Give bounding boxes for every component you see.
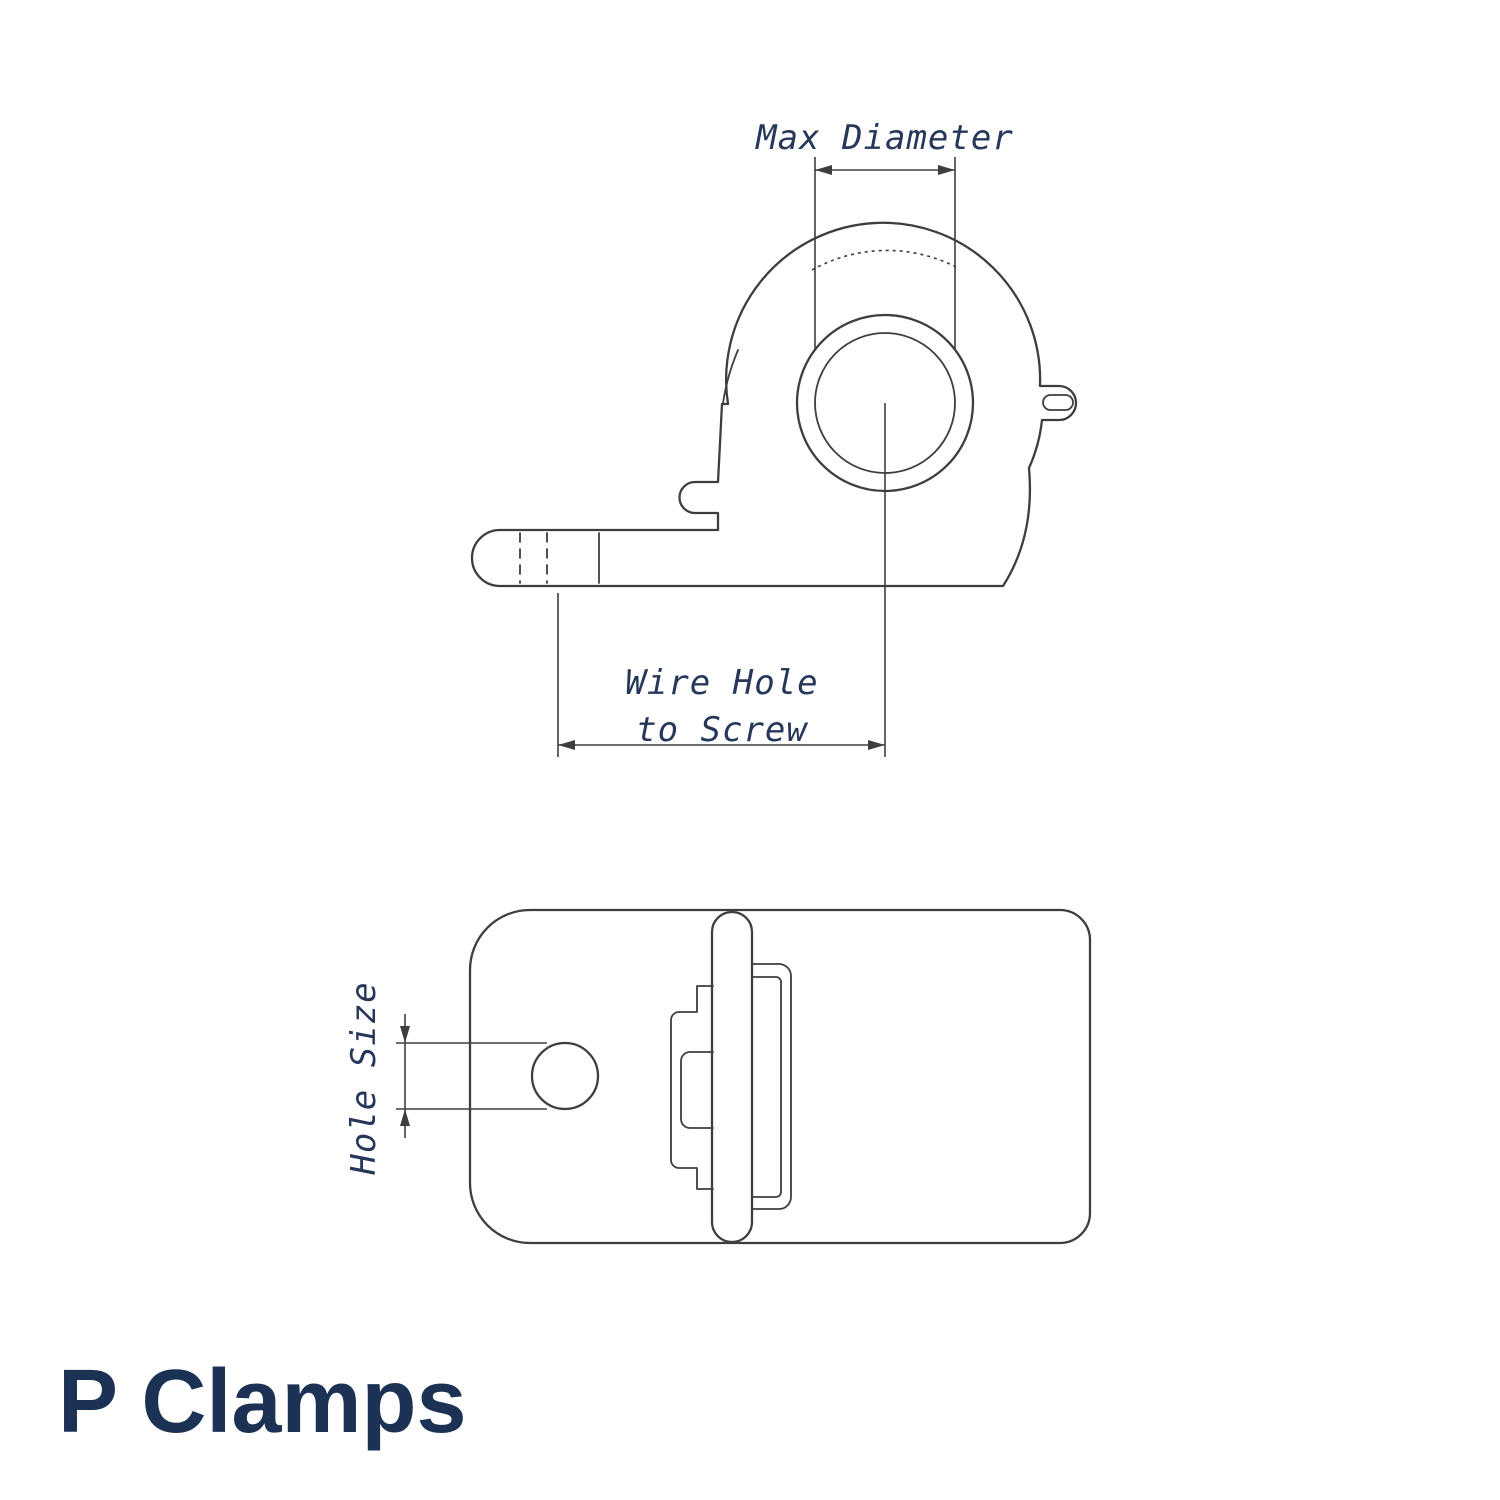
arrow-right-icon bbox=[938, 165, 955, 175]
mounting-hole bbox=[530, 1041, 600, 1111]
max-diameter-label: Max Diameter bbox=[755, 118, 1014, 158]
hole-size-label: Hole Size bbox=[344, 981, 384, 1175]
screw-boss-outline bbox=[670, 985, 714, 1190]
arrow-up-icon bbox=[400, 1109, 410, 1126]
dimension-max-diameter: Max Diameter bbox=[755, 118, 1014, 349]
wire-hole-label-line1: Wire Hole bbox=[625, 663, 818, 703]
strap-edge-line bbox=[722, 349, 739, 404]
knurl-band bbox=[811, 249, 959, 271]
mount-tab-slot bbox=[1042, 394, 1074, 411]
strap-band bbox=[710, 910, 754, 1244]
dimension-hole-size: Hole Size bbox=[344, 981, 547, 1176]
loop-bracket-outer bbox=[751, 963, 792, 1210]
clamp-top-outline bbox=[468, 908, 1092, 1245]
wire-hole-label-line2: to Screw bbox=[636, 710, 808, 750]
arrow-left-icon bbox=[815, 165, 832, 175]
arrow-down-icon bbox=[400, 1026, 410, 1043]
side-view bbox=[470, 221, 1078, 588]
loop-bracket-inner bbox=[751, 976, 782, 1198]
arrow-right-icon bbox=[868, 740, 885, 750]
dimension-wire-hole-to-screw: Wire Hole to Screw bbox=[557, 403, 886, 757]
top-view bbox=[468, 908, 1092, 1245]
page-title: P Clamps bbox=[58, 1352, 467, 1452]
screw-boss-inner bbox=[680, 1051, 714, 1129]
arrow-left-icon bbox=[558, 740, 575, 750]
clamp-side-outline bbox=[470, 221, 1078, 588]
